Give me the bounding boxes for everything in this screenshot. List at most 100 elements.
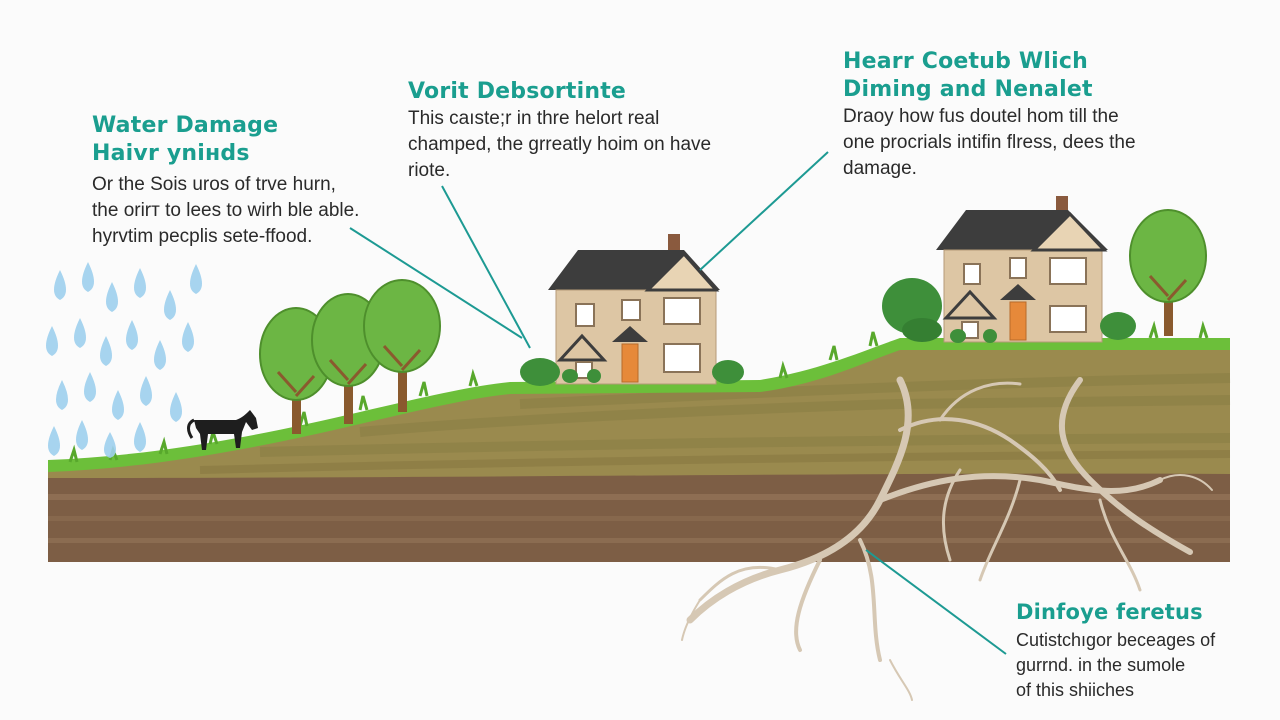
callout-title: Dinfoye feretus [1016,600,1203,624]
root-branch [978,478,1022,582]
chimney [668,234,680,250]
callout-body-line: of this shiiches [1016,680,1135,700]
window [621,299,641,321]
root-main [1058,377,1193,555]
tree-branch [1148,274,1188,302]
tree-trunk [398,346,407,412]
callout-vorit: Vorit Debsortinte This caıste;r in thre … [408,78,738,184]
tree-icon [1129,209,1207,336]
tree-trunk [292,372,301,434]
grass-strip [48,338,1230,472]
raindrop [76,420,88,450]
horse-body [194,410,258,450]
house-gable [1030,211,1108,252]
bush [983,329,997,343]
callout-body-line: Cutistchıgor beceages of [1016,630,1216,650]
window [575,303,595,327]
house-icon [520,234,744,386]
root-branch [889,659,913,701]
leader-line [865,549,1007,655]
callout-body: Or the Sois uros of trve hurn, the orirт… [92,172,392,250]
callout-title-line: Haivr ynінds [92,141,250,166]
callout-title-line: Diming and Nenalet [843,77,1093,102]
raindrop [164,290,176,320]
leader-line [441,185,531,349]
horse-icon [187,410,258,450]
raindrop [74,318,86,348]
callout-body-line: gurrnd. in the sumole [1016,655,1186,675]
bush [712,360,744,384]
house-icon [882,196,1136,343]
raindrop [170,392,182,422]
raindrop [48,426,60,456]
callout-body-line: Draoy how fus doutel hom till the [843,106,1119,127]
root-branch [681,599,701,641]
bush [902,318,942,342]
root-branch [941,468,962,562]
window [1049,257,1087,285]
tree-trunk [344,360,353,424]
callout-body-line: riote. [408,160,451,181]
root-branch [1098,498,1142,592]
raindrop [182,322,194,352]
root-branch [938,381,1022,422]
door [1009,301,1027,341]
window [963,263,981,285]
callout-title-line: Hearr Coetub Wlich [843,49,1088,74]
raindrop [106,282,118,312]
raindrop [190,264,202,294]
horse-tail [187,418,195,439]
upper-soil-layer [48,346,1230,478]
soil-texture [259,373,1231,457]
soil-layers [48,346,1231,562]
raindrop [56,380,68,410]
callout-hearr: Hearr Coetub Wlich Diming and Nenalet Dr… [843,48,1163,182]
callout-title: Water Damage Haivr ynінds [92,112,392,168]
callout-dinfoye: Dinfoye feretus Cutistchıgor beceages of… [1016,598,1266,703]
raindrop [82,262,94,292]
callout-body: This caıste;r in thre helort real champe… [408,106,738,184]
callout-body: Cutistchıgor beceages of gurrnd. in the … [1016,628,1266,703]
callout-body-line: damage. [843,158,917,179]
porch-roof [1000,284,1036,300]
root-branch [1159,474,1213,491]
soil-texture [199,450,1231,474]
callout-body-line: the orirт to lees to wirh ble able. [92,200,360,221]
bush [950,329,966,343]
raindrop [134,268,146,298]
porch-roof [556,333,608,362]
tree-group-left [259,279,441,434]
root-main [686,376,912,624]
porch-roof [942,289,998,320]
root-branch [858,538,882,662]
window [1009,257,1027,279]
leader-lines [349,151,1007,655]
tree-canopy [1129,209,1207,303]
callout-water-damage: Water Damage Haivr ynінds Or the Sois ur… [92,112,392,250]
root-main [877,473,1163,503]
callout-title: Hearr Coetub Wlich Diming and Nenalet [843,48,1163,104]
raindrop [134,422,146,452]
callout-title-line: Water Damage [92,113,279,138]
tree-branch [328,358,368,386]
deep-soil-band [48,494,1230,500]
raindrop [100,336,112,366]
bush [520,358,560,386]
bush [1100,312,1136,340]
porch-roof [612,326,648,342]
callout-body-line: one procrials intifin flress, dees the [843,132,1136,153]
bush [587,369,601,383]
raindrop [104,432,116,458]
window [663,297,701,325]
raindrop [54,270,66,300]
chimney [1056,196,1068,210]
raindrop [46,326,58,356]
house-gable [644,251,720,292]
door [621,343,639,383]
callout-body-line: This caıste;r in thre helort real [408,108,660,129]
deep-soil-band [48,538,1230,543]
raindrop [154,340,166,370]
raindrop [126,320,138,350]
callout-title: Vorit Debsortinte [408,79,627,104]
tree-branch [276,370,316,398]
